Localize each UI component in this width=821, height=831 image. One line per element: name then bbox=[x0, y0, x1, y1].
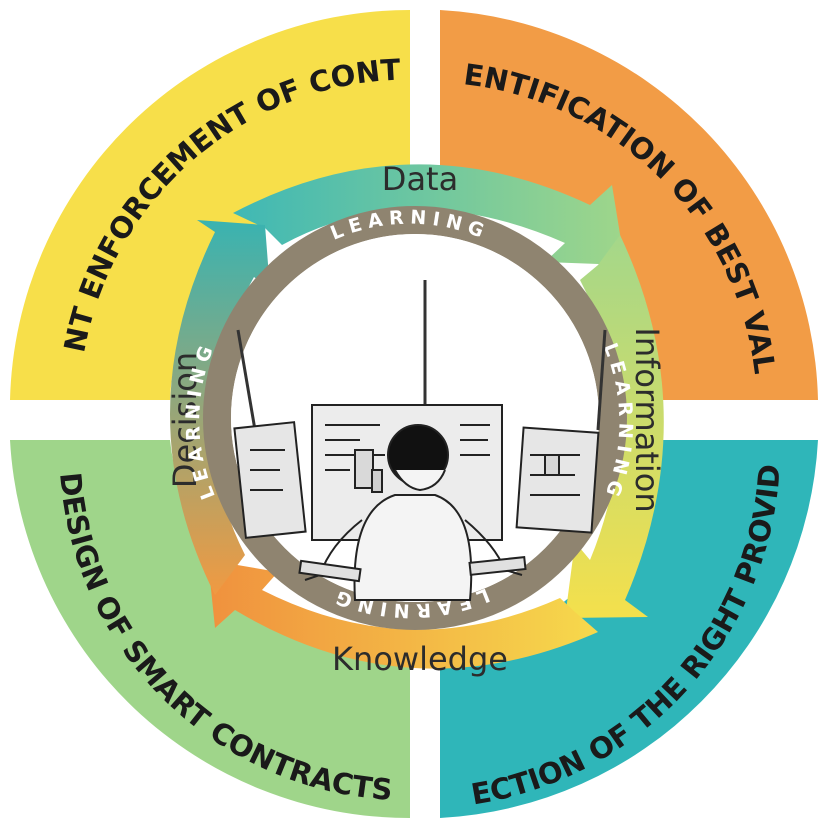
label-information: Information bbox=[628, 327, 666, 512]
quadrant-top-left bbox=[10, 9, 410, 400]
right-monitor bbox=[515, 426, 600, 534]
learning-ring bbox=[203, 206, 627, 630]
label-knowledge: Knowledge bbox=[332, 640, 508, 678]
label-decision: Decision bbox=[166, 352, 204, 488]
knowledge-arrow bbox=[208, 560, 598, 669]
data-arrow bbox=[233, 164, 625, 265]
decision-arrow bbox=[170, 220, 270, 595]
label-data: Data bbox=[382, 160, 458, 198]
cycle-ring bbox=[170, 164, 664, 669]
left-monitor bbox=[233, 421, 307, 539]
quadrant-top-right bbox=[440, 10, 818, 400]
information-arrow bbox=[565, 235, 664, 618]
quadrant-bottom-right bbox=[440, 440, 818, 818]
analyst-illustration bbox=[233, 280, 607, 601]
person-body bbox=[353, 494, 473, 601]
quadrant-bottom-left bbox=[10, 440, 410, 819]
